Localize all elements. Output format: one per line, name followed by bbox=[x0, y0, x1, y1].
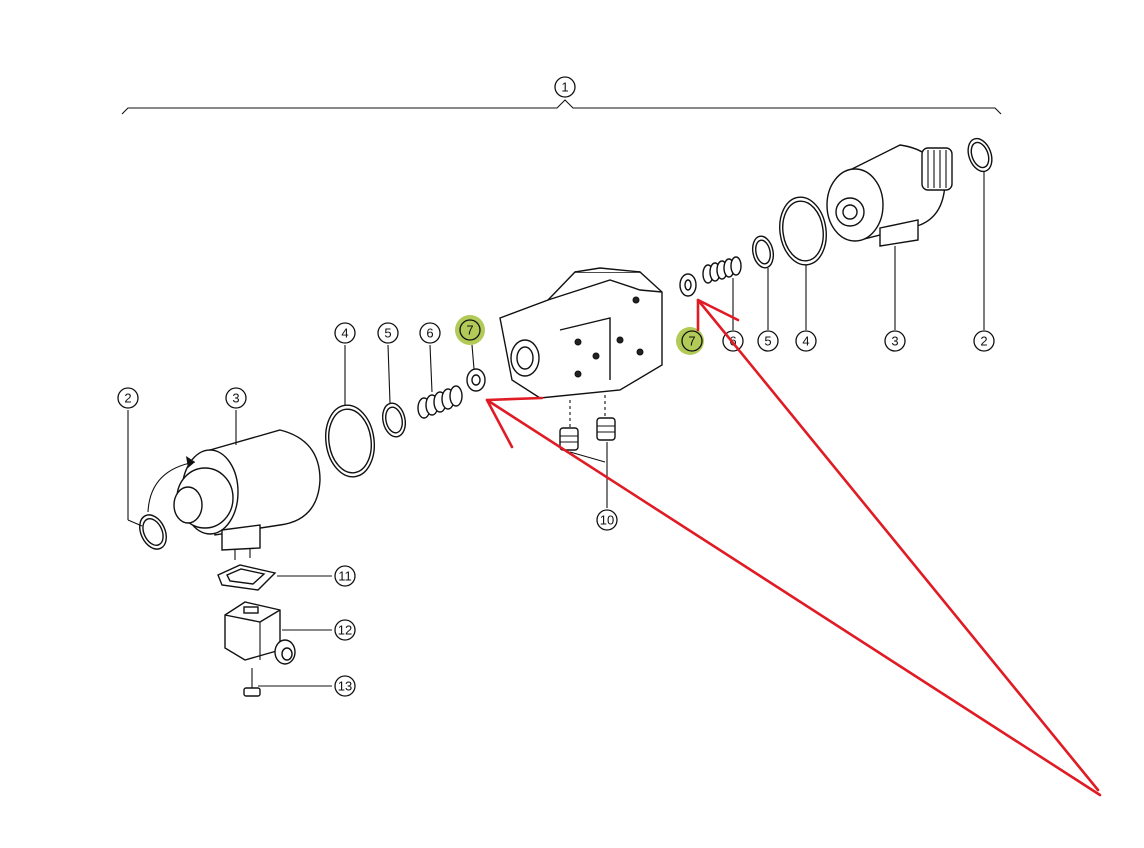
svg-text:1: 1 bbox=[561, 80, 568, 95]
callout-2-left: 2 bbox=[117, 387, 139, 409]
solenoid-coil-right bbox=[826, 144, 953, 330]
o-ring-5-left bbox=[381, 344, 407, 438]
svg-text:10: 10 bbox=[600, 513, 614, 528]
callout-7-right: 7 bbox=[681, 330, 703, 352]
svg-text:2: 2 bbox=[980, 334, 987, 349]
callout-11: 11 bbox=[334, 565, 356, 587]
red-arrowhead-left bbox=[485, 396, 544, 449]
svg-text:4: 4 bbox=[802, 334, 809, 349]
svg-text:5: 5 bbox=[764, 334, 771, 349]
svg-text:6: 6 bbox=[426, 326, 433, 341]
callout-13: 13 bbox=[334, 675, 356, 697]
red-arrow-to-right-washer bbox=[696, 298, 1100, 792]
valve-body bbox=[499, 267, 663, 430]
screw-13 bbox=[243, 668, 332, 697]
svg-text:3: 3 bbox=[891, 334, 898, 349]
solenoid-coil-left bbox=[147, 410, 321, 560]
o-ring-4-right bbox=[779, 196, 827, 330]
spring-6-left bbox=[417, 344, 463, 419]
svg-text:7: 7 bbox=[688, 334, 695, 349]
callout-12: 12 bbox=[334, 619, 356, 641]
spring-6-right bbox=[702, 256, 742, 330]
callout-10: 10 bbox=[596, 509, 618, 531]
svg-text:11: 11 bbox=[338, 569, 352, 584]
plug-connector-12 bbox=[224, 601, 332, 665]
callout-7-left: 7 bbox=[459, 319, 481, 341]
svg-text:12: 12 bbox=[338, 623, 352, 638]
o-ring-2-right bbox=[967, 137, 993, 330]
assembly-bracket bbox=[121, 99, 1002, 115]
svg-text:4: 4 bbox=[341, 326, 348, 341]
o-ring-4-left bbox=[325, 345, 375, 478]
callout-3-left: 3 bbox=[225, 387, 247, 409]
callout-5-right: 5 bbox=[757, 330, 779, 352]
fitting-parts bbox=[559, 417, 616, 508]
callout-2-right: 2 bbox=[973, 330, 995, 352]
washer-7-left bbox=[466, 344, 486, 392]
callout-3-right: 3 bbox=[884, 330, 906, 352]
callout-4-right: 4 bbox=[795, 330, 817, 352]
svg-text:2: 2 bbox=[124, 391, 131, 406]
svg-text:5: 5 bbox=[384, 326, 391, 341]
highlight-right-7 bbox=[676, 327, 704, 355]
svg-text:3: 3 bbox=[232, 391, 239, 406]
svg-text:7: 7 bbox=[466, 323, 473, 338]
red-arrow-to-left-washer bbox=[485, 398, 1102, 797]
red-annotation-arrows bbox=[485, 298, 1102, 797]
callout-4-left: 4 bbox=[334, 322, 356, 344]
red-arrowhead-right bbox=[696, 298, 740, 332]
o-ring-2-left bbox=[127, 410, 167, 550]
svg-text:13: 13 bbox=[338, 679, 352, 694]
o-ring-5-right bbox=[751, 235, 775, 330]
gasket-11 bbox=[217, 564, 332, 591]
callout-1: 1 bbox=[554, 76, 576, 98]
callout-5-left: 5 bbox=[377, 322, 399, 344]
callout-6-left: 6 bbox=[419, 322, 441, 344]
washer-7-right bbox=[679, 273, 697, 297]
